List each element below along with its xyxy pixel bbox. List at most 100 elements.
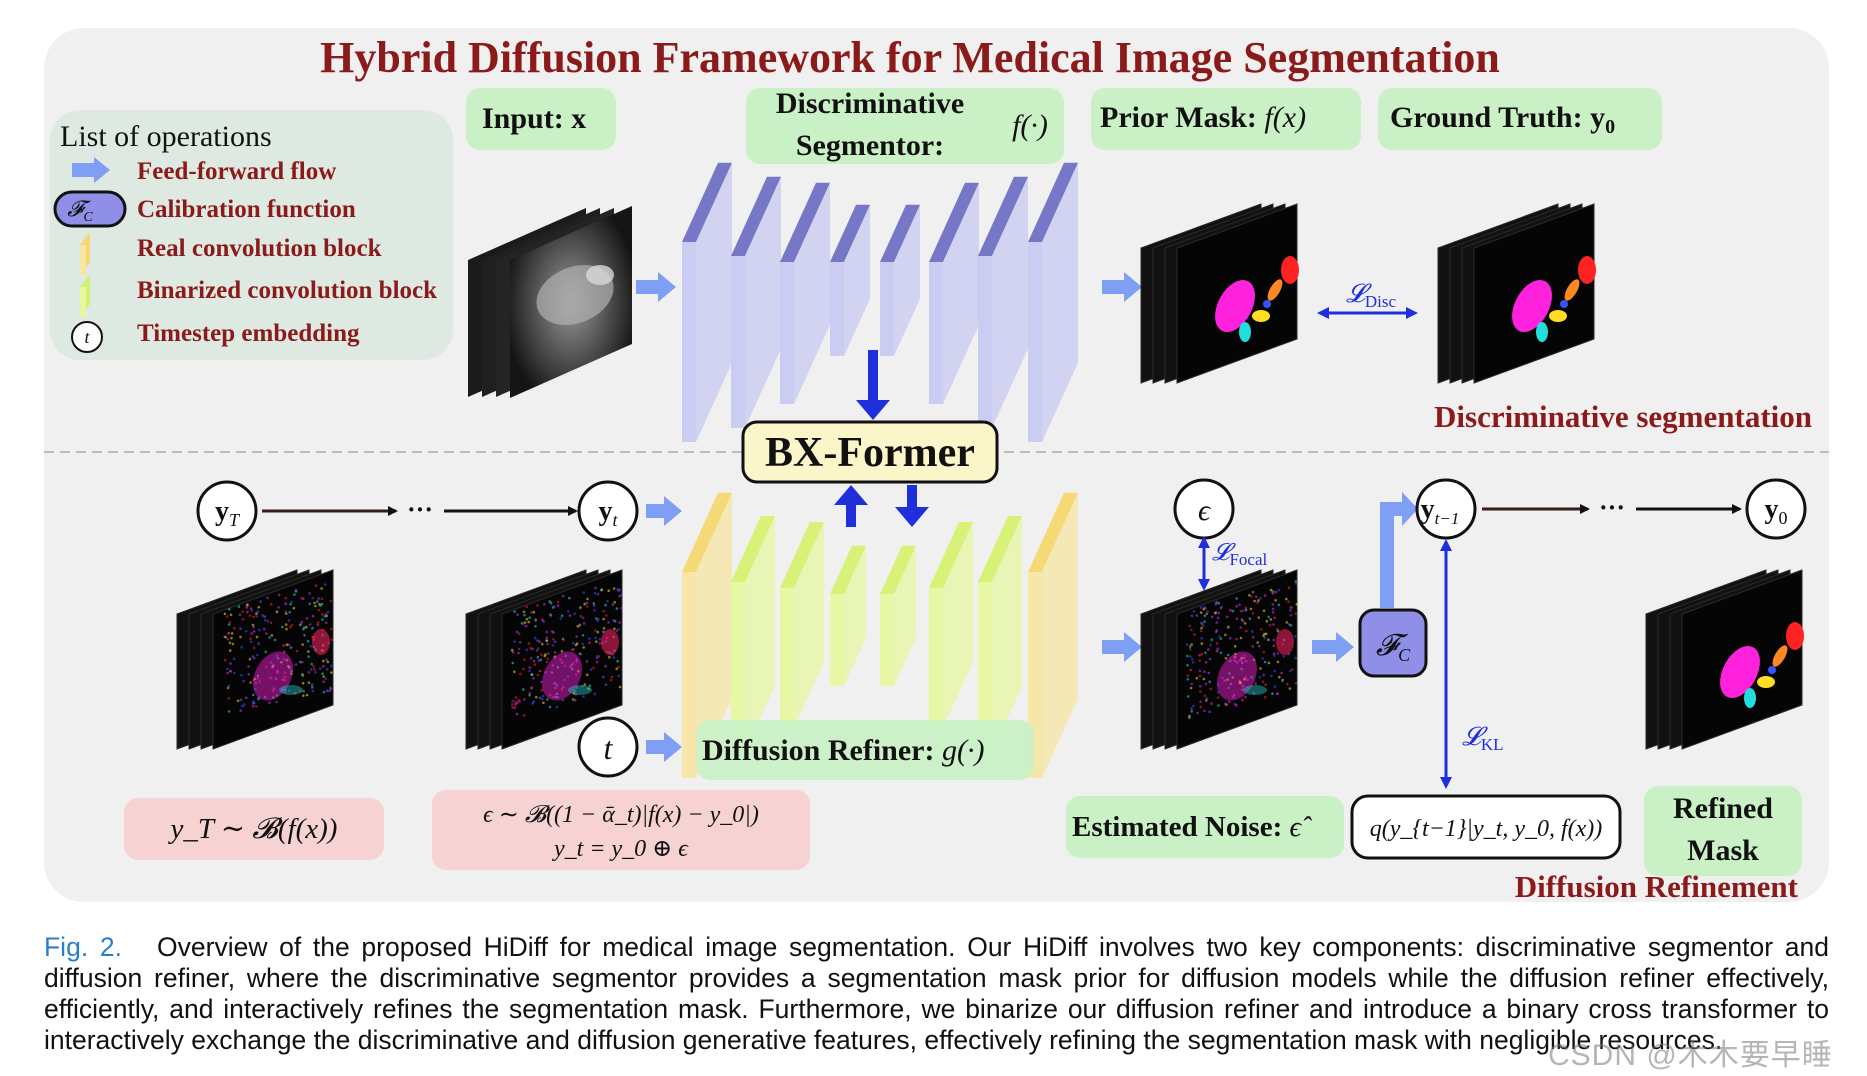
noisy-yt-dot-90 — [527, 620, 531, 624]
estimated-noise-dot-30 — [1225, 615, 1229, 619]
estimated-noise-dot-34 — [1243, 654, 1246, 657]
noisy-yt-dot-214 — [573, 698, 577, 702]
refiner-block-3-top — [830, 545, 866, 594]
noisy-yT-dot-52 — [324, 621, 328, 624]
estimated-noise-dot-227 — [1227, 686, 1230, 690]
noisy-yt-dot-134 — [578, 623, 582, 627]
estimated-noise-dot-1 — [1271, 592, 1275, 595]
refiner-block-4-front — [880, 594, 894, 686]
flow-arrow-input-to-segmentor — [636, 272, 676, 302]
segmentor-block-3-top — [830, 204, 870, 262]
noisy-yt-dot-209 — [569, 665, 572, 668]
estimated-noise-dot-21 — [1226, 653, 1230, 657]
segmentor-label-line2: Segmentor: — [796, 129, 944, 162]
estimated-noise-dot-187 — [1186, 664, 1189, 667]
figure-caption: Fig. 2. Overview of the proposed HiDiff … — [44, 932, 1829, 1056]
estimated-noise-dot-6 — [1219, 637, 1223, 640]
estimated-noise-dot-142 — [1271, 610, 1275, 614]
noisy-yt-dot-234 — [541, 618, 544, 621]
noisy-yT-dot-241 — [261, 614, 265, 617]
calibration-label: 𝓕C — [1376, 629, 1411, 665]
noisy-yT-dot-55 — [271, 689, 275, 693]
noisy-yt-dot-34 — [575, 660, 578, 663]
noisy-yT-dot-231 — [249, 637, 252, 641]
noisy-yt-dot-82 — [604, 603, 607, 607]
estimated-noise-dot-152 — [1224, 702, 1227, 706]
noisy-yt-dot-177 — [525, 648, 529, 652]
noisy-yT-dot-26 — [306, 639, 310, 643]
noisy-yt-dot-220 — [582, 695, 585, 698]
noisy-yT-dot-70 — [329, 687, 333, 691]
estimated-noise-dot-257 — [1229, 608, 1232, 612]
estimated-noise-dot-147 — [1287, 586, 1291, 589]
noisy-yT-dot-185 — [311, 614, 315, 618]
noisy-yT-dot-163 — [245, 606, 248, 609]
noisy-yT-dot-219 — [325, 614, 329, 618]
noisy-yt-dot-169 — [522, 610, 526, 614]
estimated-noise-kidney — [1243, 685, 1267, 695]
noisy-yt-dot-222 — [595, 640, 598, 643]
noisy-yT-dot-228 — [326, 660, 330, 664]
noisy-yT-dot-181 — [318, 667, 322, 670]
refiner-block-1-front — [731, 582, 745, 752]
estimated-noise-dot-109 — [1272, 638, 1276, 642]
estimated-noise-dot-14 — [1189, 655, 1192, 658]
estimated-noise-dot-25 — [1198, 659, 1201, 662]
estimated-noise-dot-178 — [1244, 606, 1248, 609]
estimated-noise-dot-182 — [1221, 676, 1224, 680]
noisy-yT-dot-225 — [236, 699, 240, 703]
noisy-yT-dot-157 — [239, 635, 242, 639]
segmentor-block-4-top — [880, 204, 920, 262]
noisy-yT-dot-186 — [263, 615, 267, 618]
estimated-noise-dot-128 — [1193, 633, 1196, 636]
noisy-yt-dot-94 — [574, 673, 578, 676]
estimated-noise-dot-103 — [1240, 667, 1243, 671]
noisy-yT-dot-118 — [305, 617, 309, 620]
noisy-yt-dot-150 — [588, 641, 591, 644]
node-yT-label: yT — [215, 496, 241, 530]
estimated-noise-dot-10 — [1261, 657, 1264, 660]
noisy-yt-dot-192 — [514, 703, 517, 706]
estimated-noise-dot-8 — [1259, 667, 1262, 670]
estimated-noise-dot-43 — [1294, 681, 1298, 685]
noisy-yT-dot-80 — [321, 618, 324, 621]
estimated-noise-dot-210 — [1273, 616, 1276, 620]
noisy-yt-dot-216 — [553, 656, 556, 659]
noisy-yt-dot-176 — [602, 609, 605, 613]
noisy-yT-dot-193 — [248, 657, 252, 661]
estimated-noise-dot-56 — [1210, 615, 1214, 619]
estimated-noise-dot-83 — [1262, 651, 1266, 654]
noisy-yt-dot-43 — [611, 603, 615, 606]
estimated-noise-dot-13 — [1198, 653, 1201, 657]
refined-mask-pancreas — [1757, 676, 1775, 688]
noisy-yt-dot-109 — [513, 700, 517, 704]
segmentor-block-3-side — [844, 204, 870, 356]
segmentor-block-0-side — [696, 162, 732, 443]
estimated-noise-dot-51 — [1262, 673, 1265, 677]
noisy-yt-dot-53 — [588, 637, 591, 640]
noisy-yt-dot-0 — [532, 659, 536, 663]
noisy-yT-dot-159 — [266, 619, 270, 623]
posterior-label: q(y_{t−1}|y_t, y_0, f(x)) — [1370, 816, 1603, 842]
noisy-yT-dot-169 — [242, 679, 245, 683]
noisy-yt-dot-201 — [546, 698, 549, 701]
noisy-yT-dot-124 — [288, 625, 292, 629]
estimated-noise-dot-26 — [1241, 661, 1244, 665]
estimated-noise-dot-99 — [1238, 603, 1241, 607]
estimated-noise-dot-61 — [1198, 674, 1202, 678]
refiner-block-4-side — [894, 545, 916, 686]
segmentor-block-2-front — [780, 262, 794, 404]
noisy-yt-dot-205 — [571, 698, 575, 701]
estimated-noise-dot-73 — [1272, 623, 1275, 626]
noisy-yt-dot-155 — [536, 673, 540, 677]
noisy-yT-dot-149 — [228, 649, 232, 652]
noisy-yT-dot-94 — [281, 625, 284, 629]
estimated-noise-dot-15 — [1280, 671, 1283, 675]
noisy-yT-dot-86 — [252, 625, 255, 629]
estimated-noise-dot-162 — [1224, 633, 1227, 637]
noisy-yt-dot-122 — [583, 683, 587, 686]
estimated-noise-dot-225 — [1216, 696, 1220, 699]
noisy-yT-dot-218 — [272, 696, 275, 699]
noisy-yT-dot-232 — [290, 672, 293, 675]
noisy-yt-dot-232 — [571, 667, 574, 671]
